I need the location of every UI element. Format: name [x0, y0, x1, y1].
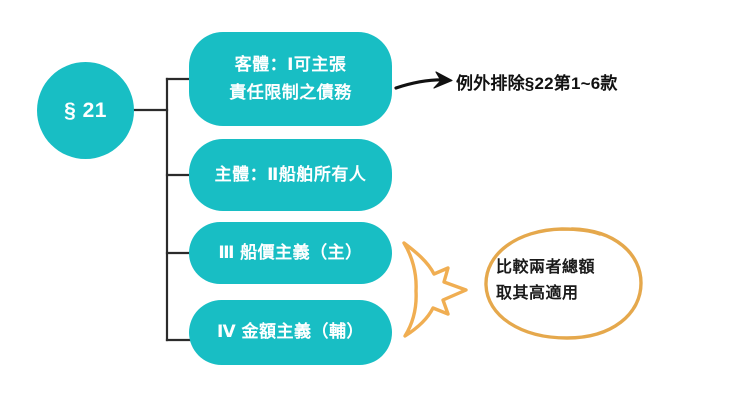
root-node-section-21[interactable]: § 21 — [37, 62, 134, 159]
branch-box-ship-value-principle[interactable]: Ⅲ 船價主義（主） — [189, 222, 392, 284]
branch-box-label: Ⅲ 船價主義（主） — [218, 242, 363, 262]
black-arrow-right — [394, 71, 453, 90]
orange-merge-arrow-icon — [402, 241, 468, 338]
branch-box-label: 客體：Ⅰ可主張 責任限制之債務 — [229, 54, 352, 102]
exception-note-text: 例外排除§22第1~6款 — [456, 74, 618, 93]
branch-box-label: Ⅳ 金額主義（輔） — [217, 322, 364, 342]
comparison-note-text: 比較兩者總額 取其高適用 — [496, 259, 596, 302]
root-node-label: § 21 — [64, 98, 107, 122]
branch-box-label: 主體：Ⅱ船舶所有人 — [214, 164, 367, 184]
branch-box-amount-principle[interactable]: Ⅳ 金額主義（輔） — [189, 300, 392, 365]
branch-box-subject[interactable]: 主體：Ⅱ船舶所有人 — [189, 139, 392, 211]
branch-box-object[interactable]: 客體：Ⅰ可主張 責任限制之債務 — [189, 32, 392, 126]
